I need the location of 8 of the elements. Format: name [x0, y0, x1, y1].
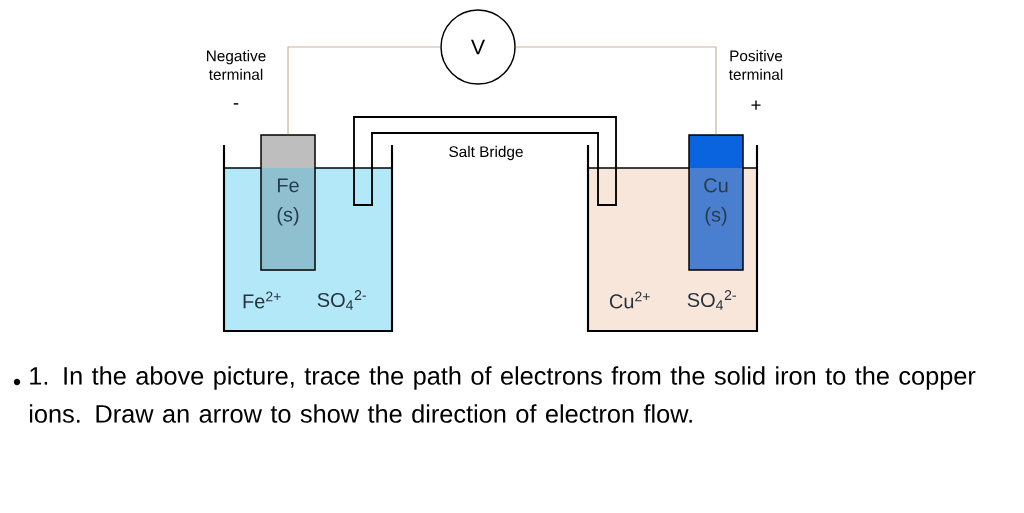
question-text: 1. In the above picture, trace the path of electrons from the solid iron to the copper ions. Draw an arrow to show the direction of electron flow. [29, 366, 976, 423]
terminal-label: Positive terminal [728, 50, 783, 80]
wire [287, 46, 441, 135]
sign-label: + [751, 100, 761, 110]
terminal-label: Negative terminal [207, 50, 266, 80]
sign-label: - [233, 103, 239, 105]
salt-bridge-label: Salt Bridge [449, 145, 523, 161]
wire [515, 46, 717, 135]
